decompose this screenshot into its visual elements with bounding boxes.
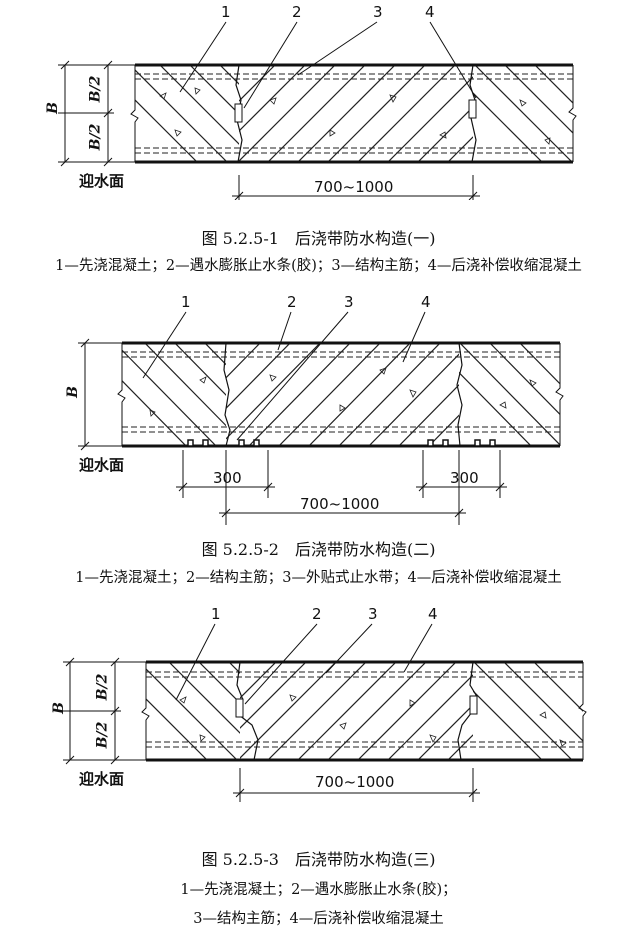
face-label: 迎水面 <box>79 456 125 474</box>
figure-2: 1 2 3 4 B 迎水面 300 300 700~1000 图 5.2.5-2… <box>0 290 637 590</box>
legend: 1—先浇混凝土；2—结构主筋；3—外贴式止水带；4—后浇补偿收缩混凝土 <box>75 570 562 586</box>
caption: 图 5.2.5-3 后浇带防水构造(三) <box>201 850 436 869</box>
figure-1-drawing <box>58 21 577 200</box>
leader-lines <box>142 311 426 441</box>
figure-3: 1 2 3 4 B B/2 B/2 迎水面 700~1000 图 5.2.5-3… <box>0 600 637 936</box>
callout-4: 4 <box>428 605 438 623</box>
dim-B: B <box>50 702 67 714</box>
caption: 图 5.2.5-2 后浇带防水构造(二) <box>201 540 436 559</box>
dim-half-bottom: B/2 <box>87 123 104 151</box>
dimension-main: 700~1000 <box>300 495 380 513</box>
rebar-lines <box>122 351 560 433</box>
hatch-first-pour-right <box>473 65 573 162</box>
callout-3: 3 <box>368 605 378 623</box>
dim-B: B <box>64 386 81 398</box>
hatch-first-pour-right <box>473 662 583 760</box>
hatch-post-cast-strip <box>240 662 473 760</box>
construction-joints <box>223 342 463 447</box>
figure-1: 1 2 3 4 B B/2 B/2 迎水面 700~1000 图 5.2.5-1… <box>0 0 637 280</box>
leader-lines <box>175 623 433 705</box>
callout-2: 2 <box>312 605 322 623</box>
legend-line-1: 1—先浇混凝土；2—遇水膨胀止水条(胶)； <box>180 882 457 898</box>
dimension-lines <box>58 60 480 200</box>
dimension-main: 700~1000 <box>314 178 394 196</box>
callout-3: 3 <box>373 3 383 21</box>
legend-line-2: 3—结构主筋；4—后浇补偿收缩混凝土 <box>193 911 444 927</box>
dim-half-top: B/2 <box>87 75 104 103</box>
face-label: 迎水面 <box>79 172 125 190</box>
dimension-300-left: 300 <box>213 469 242 487</box>
aggregate-marks <box>179 694 567 747</box>
hatch-first-pour-left <box>135 65 239 162</box>
dimension-300-right: 300 <box>450 469 479 487</box>
dimension-main: 700~1000 <box>315 773 395 791</box>
leader-lines <box>179 21 477 109</box>
aggregate-marks <box>159 87 551 145</box>
dim-half-top: B/2 <box>94 673 111 701</box>
callout-4: 4 <box>425 3 435 21</box>
slab-outline <box>141 660 587 762</box>
callout-1: 1 <box>211 605 221 623</box>
rebar-lines <box>146 671 583 748</box>
callout-1: 1 <box>181 293 191 311</box>
water-stop-strips <box>235 695 478 718</box>
callout-1: 1 <box>221 3 231 21</box>
callout-4: 4 <box>421 293 431 311</box>
dim-B: B <box>44 102 61 114</box>
hatch-first-pour-right <box>459 343 560 446</box>
dimension-lines <box>78 338 507 525</box>
hatch-first-pour-left <box>146 662 240 760</box>
callout-3: 3 <box>344 293 354 311</box>
figure-2-drawing <box>78 311 564 525</box>
callout-2: 2 <box>292 3 302 21</box>
hatch-post-cast-strip <box>239 65 473 162</box>
dim-half-bottom: B/2 <box>94 721 111 749</box>
face-label: 迎水面 <box>79 770 125 788</box>
hatch-first-pour-left <box>122 343 226 446</box>
rebar-lines <box>135 73 573 154</box>
figure-3-drawing <box>63 623 587 802</box>
callout-2: 2 <box>287 293 297 311</box>
aggregate-marks <box>149 367 537 417</box>
external-water-stops <box>183 439 500 448</box>
slab-outline <box>117 341 564 448</box>
water-stop-strips <box>234 99 477 123</box>
caption: 图 5.2.5-1 后浇带防水构造(一) <box>201 229 436 248</box>
dimension-lines <box>63 657 480 802</box>
slab-outline <box>130 63 577 164</box>
legend: 1—先浇混凝土；2—遇水膨胀止水条(胶)；3—结构主筋；4—后浇补偿收缩混凝土 <box>55 258 582 274</box>
